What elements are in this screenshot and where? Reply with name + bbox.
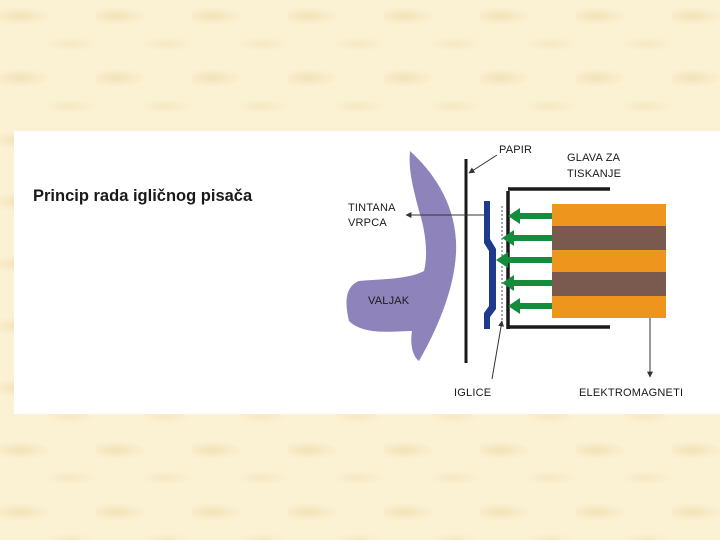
label-papir: PAPIR (499, 144, 532, 156)
ink-ribbon (484, 201, 496, 329)
pin-arrow-4 (502, 275, 552, 291)
printer-diagram: Princip rada igličnog pisača (33, 144, 683, 399)
leader-papir (468, 154, 498, 174)
pin-arrow-5 (508, 298, 552, 314)
pin-arrow-2 (502, 230, 552, 246)
label-vrpca: VRPCA (348, 217, 387, 229)
roller-shape (346, 151, 457, 361)
electromagnets (552, 204, 666, 318)
label-glava-line2: TISKANJE (567, 168, 621, 180)
diagram-panel: Princip rada igličnog pisača (14, 131, 720, 414)
print-pins (496, 208, 552, 314)
leader-iglice (491, 320, 505, 380)
label-tintana: TINTANA (348, 202, 396, 214)
pin-arrow-1 (508, 208, 552, 224)
label-glava-line1: GLAVA ZA (567, 152, 621, 164)
pin-arrow-3 (496, 252, 552, 268)
label-elektromagneti: ELEKTROMAGNETI (579, 387, 683, 399)
diagram-title: Princip rada igličnog pisača (33, 187, 253, 205)
label-iglice: IGLICE (454, 387, 491, 399)
label-valjak: VALJAK (368, 295, 410, 307)
